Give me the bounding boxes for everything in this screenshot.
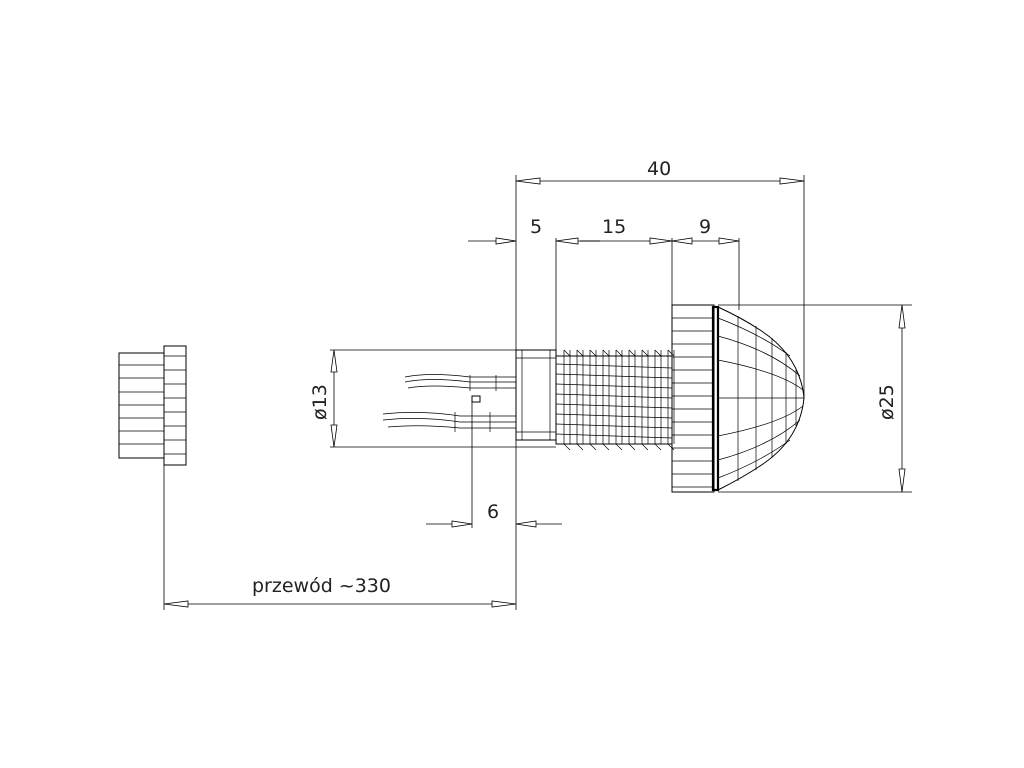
dim-thread-length (555, 237, 673, 245)
dim-cable-entry (426, 520, 562, 528)
extension-lines (163, 175, 912, 610)
cable-end-connector (118, 345, 187, 466)
collar (515, 349, 557, 441)
dim-label-5: 5 (530, 216, 542, 238)
dim-label-6: 6 (487, 501, 499, 523)
head-flange (671, 304, 720, 493)
dim-head-diameter (898, 304, 906, 493)
dim-body-diameter (330, 349, 338, 448)
dome-lens (717, 306, 805, 491)
dim-label-d25: ø25 (876, 384, 898, 420)
threaded-shank (555, 349, 675, 451)
dim-cable-length (163, 600, 517, 608)
dim-label-9: 9 (699, 216, 711, 238)
dim-label-40: 40 (647, 158, 671, 180)
dim-collar (468, 237, 517, 245)
dim-label-cable: przewód ~330 (252, 575, 391, 597)
wires (382, 374, 516, 432)
dim-label-15: 15 (602, 216, 626, 238)
dim-head-thickness (671, 237, 740, 245)
dim-overall-length (515, 177, 805, 185)
dim-label-d13: ø13 (309, 384, 331, 420)
